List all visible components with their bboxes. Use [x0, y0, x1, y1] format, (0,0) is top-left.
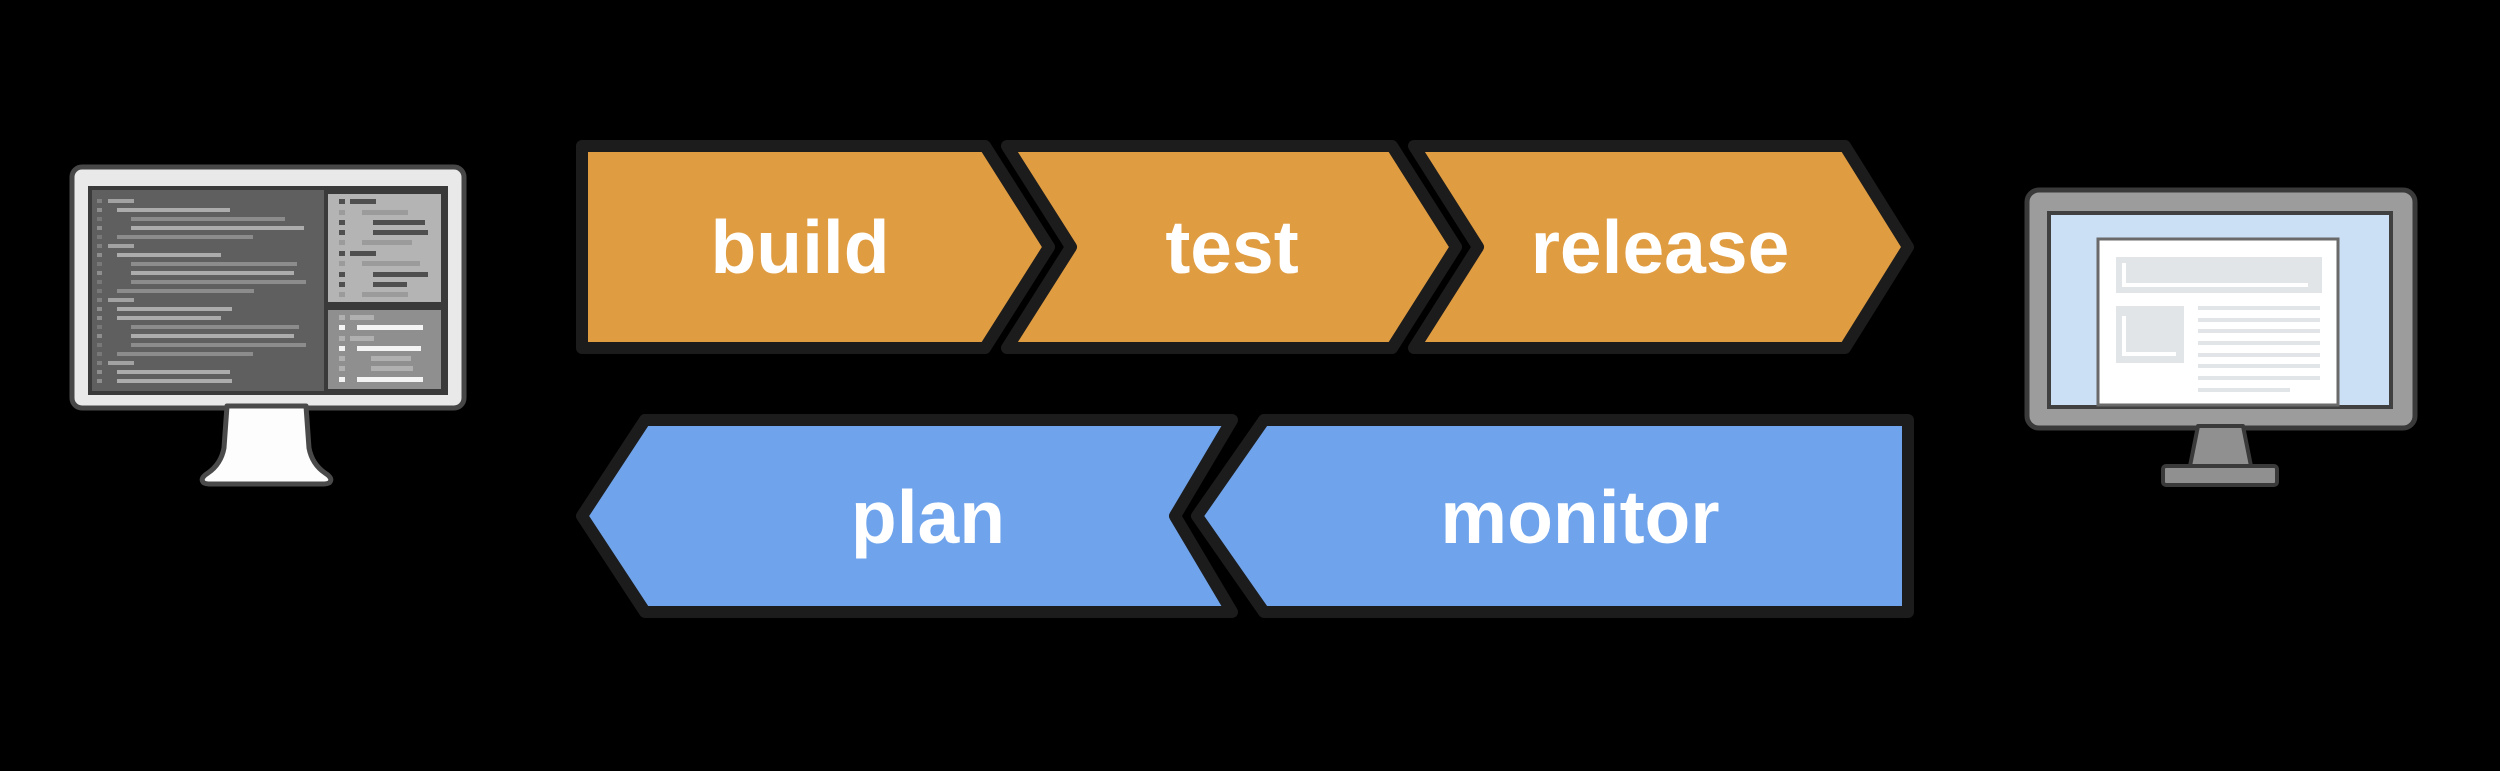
image-highlight-line: [2122, 316, 2176, 356]
code-editor-monitor-icon: [69, 164, 467, 487]
step-test-label: test: [1165, 205, 1298, 289]
monitor-stand: [199, 403, 334, 487]
pipeline-row-feedback: plan monitor: [576, 414, 1914, 618]
step-monitor-arrow: [1191, 414, 1914, 618]
webpage-text-lines: [2198, 306, 2320, 392]
pipeline: build test release plan monitor: [576, 140, 1914, 618]
step-plan-arrow: [576, 414, 1238, 618]
step-monitor-label: monitor: [1440, 475, 1719, 559]
header-highlight-line: [2122, 263, 2308, 287]
step-release-label: release: [1531, 205, 1790, 289]
pipeline-row-delivery: build test release: [576, 140, 1914, 354]
editor-sidebar-top-panel: [324, 190, 445, 306]
sidebar-bottom-lines: [339, 315, 423, 382]
step-test-arrow: [1001, 140, 1462, 354]
step-build-arrow: [576, 140, 1055, 354]
step-build-label: build: [710, 205, 889, 289]
step-release-arrow: [1408, 140, 1914, 354]
step-plan-label: plan: [851, 475, 1005, 559]
code-lines: [97, 199, 306, 383]
monitor-stand-base: [2161, 464, 2279, 487]
webpage-header-block: [2116, 257, 2322, 293]
monitor-stand-neck: [2188, 424, 2253, 468]
website-monitor-icon: [2024, 187, 2418, 487]
sidebar-top-lines: [339, 199, 428, 297]
